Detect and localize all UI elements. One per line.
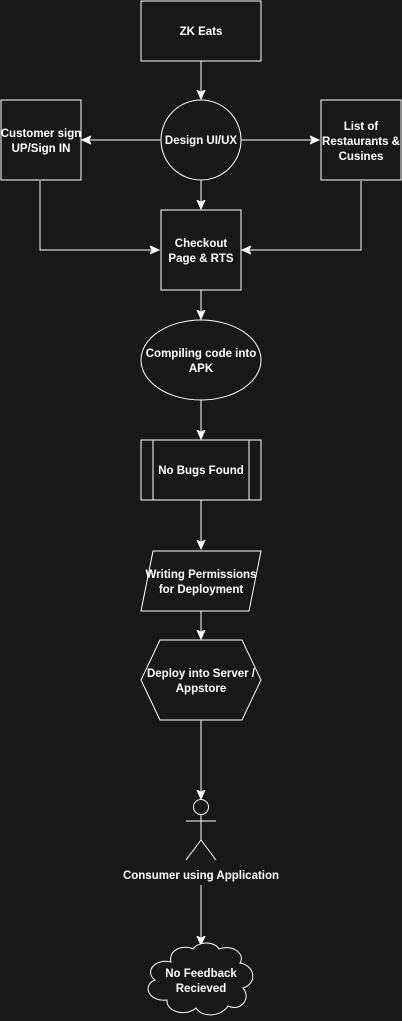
node-compile-label-1: Compiling code into — [146, 348, 257, 360]
node-permissions-label-1: Writing Permissions — [146, 569, 257, 581]
node-zk-eats[interactable]: ZK Eats — [140, 0, 262, 62]
node-customer-sign-up[interactable]: Customer sign UP/Sign IN — [0, 99, 82, 181]
node-consumer-actor[interactable]: Consumer using Application — [123, 799, 279, 883]
node-list-restaurants[interactable]: List of Restaurants & Cusines — [320, 99, 402, 181]
node-customer-label-1: Customer sign — [1, 128, 82, 140]
edge-customer-to-checkout — [39, 181, 158, 250]
node-deploy-label-2: Appstore — [176, 683, 226, 695]
node-customer-label-2: UP/Sign IN — [12, 143, 71, 155]
node-feedback-cloud[interactable]: No Feedback Recieved — [147, 942, 254, 1016]
node-list-label-1: List of — [344, 121, 379, 133]
node-zk-eats-label: ZK Eats — [180, 26, 223, 38]
node-permissions-label-2: for Deployment — [159, 584, 244, 596]
node-deploy-label-1: Deploy into Server / — [147, 668, 256, 680]
node-design-label: Design UI/UX — [165, 135, 238, 147]
node-feedback-label-2: Recieved — [176, 983, 227, 995]
node-no-bugs-label: No Bugs Found — [158, 465, 244, 477]
node-permissions[interactable]: Writing Permissions for Deployment — [140, 550, 262, 612]
node-design-ui-ux[interactable]: Design UI/UX — [160, 99, 242, 181]
node-list-label-3: Cusines — [339, 151, 384, 163]
node-checkout-label-2: Page & RTS — [168, 253, 234, 265]
node-checkout-label-1: Checkout — [175, 238, 228, 250]
node-no-bugs[interactable]: No Bugs Found — [140, 439, 262, 501]
edges — [39, 61, 362, 944]
node-compile-apk[interactable]: Compiling code into APK — [140, 319, 262, 401]
node-deploy[interactable]: Deploy into Server / Appstore — [140, 639, 262, 721]
edge-list-to-checkout — [243, 181, 362, 250]
node-checkout[interactable]: Checkout Page & RTS — [160, 209, 242, 291]
node-compile-label-2: APK — [189, 363, 214, 375]
actor-head-icon — [193, 799, 209, 815]
node-feedback-label-1: No Feedback — [165, 968, 237, 980]
node-list-label-2: Restaurants & — [322, 136, 400, 148]
node-consumer-label: Consumer using Application — [123, 870, 279, 882]
